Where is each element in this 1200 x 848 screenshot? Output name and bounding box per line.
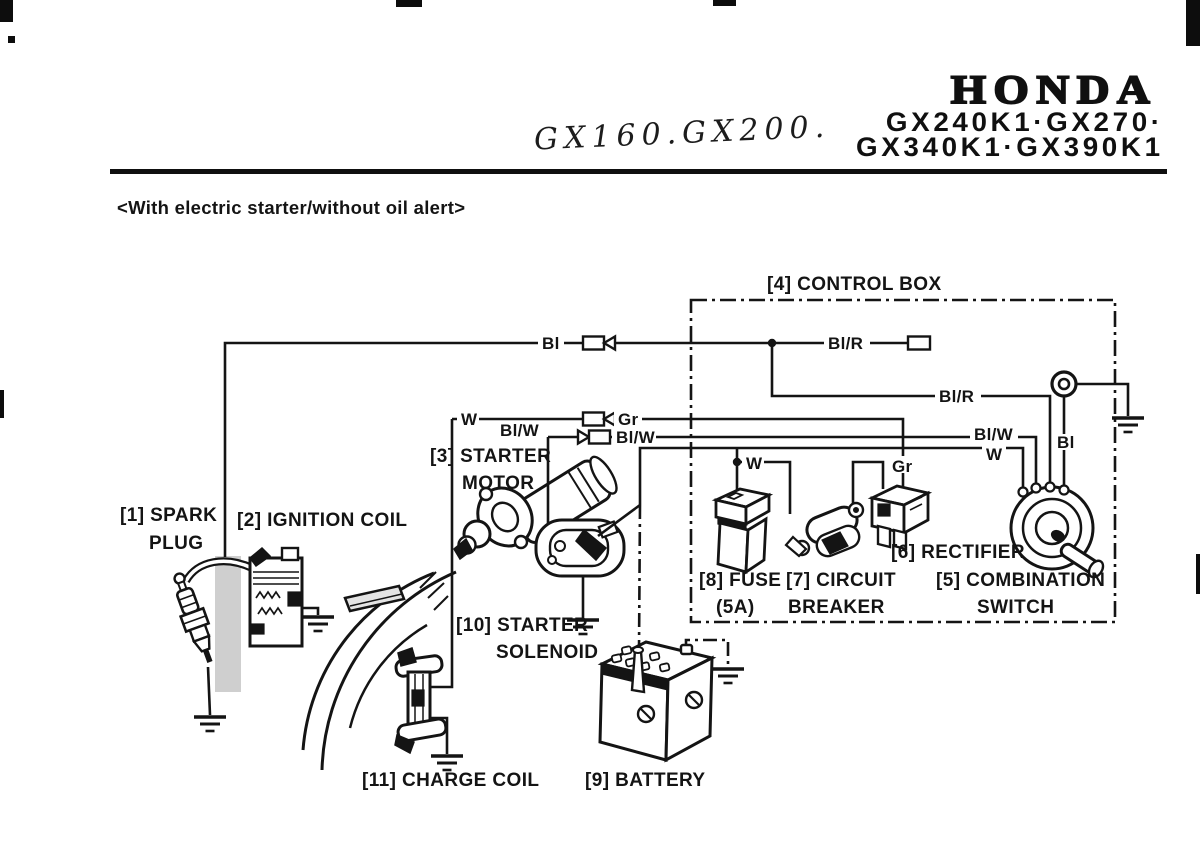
page-subtitle: <With electric starter/without oil alert…: [117, 197, 466, 218]
spark-plug-label: [1] SPARK: [120, 505, 217, 526]
wire-label-w: W: [461, 410, 478, 429]
combination-switch-illustration: [1009, 481, 1105, 579]
spark-plug-label-2: PLUG: [149, 533, 203, 554]
scan-artifact: [0, 0, 13, 22]
starter-motor-label: [3] STARTER: [430, 446, 551, 467]
bullet-connector-icon: [581, 410, 617, 428]
capped-connector-icon: [906, 335, 932, 351]
spark-plug-illustration: [173, 572, 213, 663]
ground-icon: [710, 667, 746, 685]
bullet-connector-icon: [576, 428, 612, 446]
fuse-illustration: [711, 487, 774, 575]
starter-solenoid-label-2: SOLENOID: [496, 642, 598, 663]
scan-artifact: [1196, 554, 1200, 594]
battery-label: [9] BATTERY: [585, 770, 706, 791]
circuit-breaker-label: [7] CIRCUIT: [786, 570, 896, 591]
starter-motor-label-2: MOTOR: [462, 473, 534, 494]
wire-label-bl-r: Bl/R: [939, 387, 974, 406]
junction-dot: [732, 457, 742, 467]
wire-label-bl: Bl: [1057, 433, 1075, 452]
circuit-breaker-label-2: BREAKER: [788, 597, 885, 618]
battery-illustration: [597, 640, 717, 763]
ground-icon: [429, 754, 465, 772]
combination-switch-label-2: SWITCH: [977, 597, 1054, 618]
control-box-label: [4] CONTROL BOX: [767, 274, 942, 295]
wire-label-bl-r: Bl/R: [828, 334, 863, 353]
bullet-connector-icon: [581, 334, 617, 352]
wire-label-bl-w: Bl/W: [616, 428, 656, 447]
wire-label-bl-w: Bl/W: [500, 421, 540, 440]
fuse-label-2: (5A): [716, 597, 755, 618]
control-box-border: [689, 298, 1117, 624]
model-numbers: GX240K1·GX270· GX340K1·GX390K1: [856, 107, 1164, 162]
flywheel-illustration: [301, 570, 457, 771]
fuse-label: [8] FUSE: [699, 570, 781, 591]
charge-coil-label: [11] CHARGE COIL: [362, 770, 539, 791]
scan-artifact: [1186, 0, 1200, 46]
wire-label-gr: Gr: [618, 410, 639, 429]
scan-artifact: [8, 36, 15, 43]
combination-switch-label: [5] COMBINATION: [936, 570, 1105, 591]
starter-solenoid-label: [10] STARTER: [456, 615, 588, 636]
wire-label-gr: Gr: [892, 457, 913, 476]
scan-artifact: [713, 0, 736, 6]
scan-artifact: [0, 390, 4, 418]
honda-logo: HONDA: [949, 68, 1157, 114]
ground-icon: [192, 715, 228, 733]
ring-terminal-icon: [1050, 370, 1078, 398]
spark-plug-cable: [182, 557, 254, 584]
wire-label-backgrounds: [457, 334, 1076, 473]
starter-motor-illustration: [453, 455, 626, 578]
model-numbers-line1: GX240K1·GX270·: [886, 107, 1164, 137]
ground-icon: [300, 615, 336, 633]
circuit-breaker-illustration: [784, 501, 865, 558]
ignition-coil-label: [2] IGNITION COIL: [237, 510, 407, 531]
ignition-coil-illustration: [248, 546, 304, 648]
engine-case-shading: [215, 556, 241, 692]
wire-label-w: W: [746, 454, 763, 473]
header-rule: [110, 169, 1167, 174]
junction-dot: [767, 338, 777, 348]
rectifier-illustration: [867, 484, 933, 551]
solenoid-wires: [546, 437, 641, 538]
wire-label-bl-w: Bl/W: [974, 425, 1014, 444]
ground-icon: [1110, 416, 1146, 434]
rectifier-label: [6] RECTIFIER: [891, 542, 1025, 563]
wire-label-w: W: [986, 445, 1003, 464]
scan-artifact: [396, 0, 422, 7]
charge-coil-illustration: [394, 647, 448, 755]
model-numbers-line2: GX340K1·GX390K1: [856, 132, 1164, 162]
wire-label-bl: Bl: [542, 334, 560, 353]
